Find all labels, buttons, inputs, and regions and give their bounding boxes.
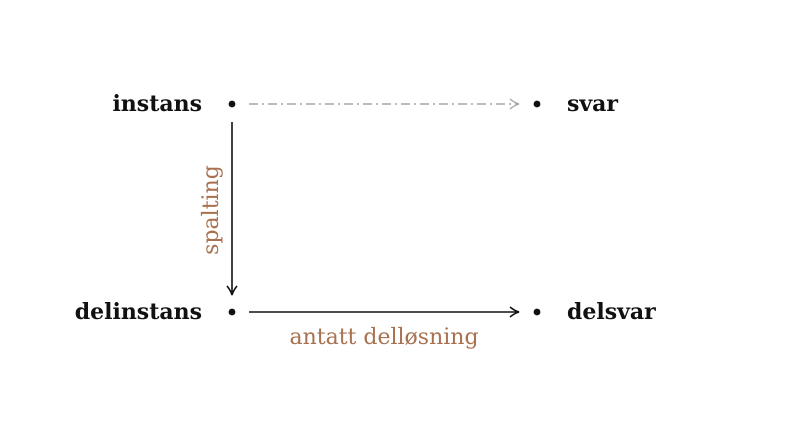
node-instans-dot (228, 100, 236, 108)
edge-label-spalting: spalting (199, 165, 224, 255)
edge-label-antatt-dellosning: antatt delløsning (289, 325, 478, 350)
node-delsvar-dot (533, 308, 541, 316)
node-delinstans-label: delinstans (75, 299, 202, 325)
node-svar-dot (533, 100, 541, 108)
node-delinstans-dot (228, 308, 236, 316)
node-svar-label: svar (567, 91, 618, 117)
node-delsvar-label: delsvar (567, 299, 656, 325)
node-instans-label: instans (112, 91, 202, 117)
